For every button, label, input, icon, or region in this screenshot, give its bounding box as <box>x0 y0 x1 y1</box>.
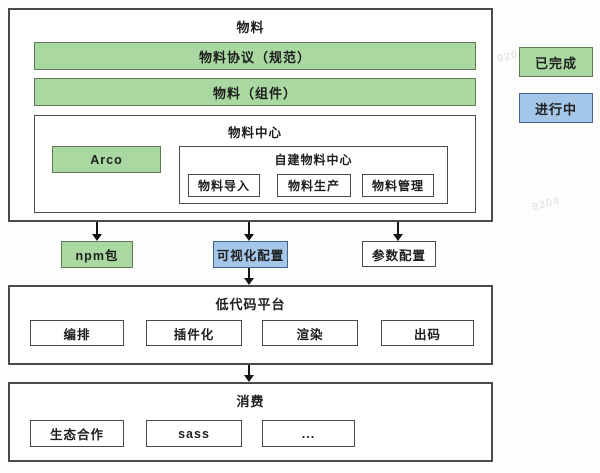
param-config-node: 参数配置 <box>362 241 436 267</box>
watermark-text: 9204 <box>530 194 562 214</box>
self-built-center-title: 自建物料中心 <box>274 153 353 167</box>
legend-in-progress: 进行中 <box>519 93 593 123</box>
npm-package-node: npm包 <box>61 241 133 268</box>
arrow-to-param-config <box>392 222 404 241</box>
arrow-to-consume <box>243 365 255 382</box>
material-protocol-bar: 物料协议（规范） <box>34 42 476 70</box>
lowcode-title: 低代码平台 <box>215 297 286 312</box>
material-manage-node: 物料管理 <box>362 174 434 197</box>
material-title: 物料 <box>236 20 265 35</box>
arrow-to-lowcode <box>243 268 255 285</box>
sass-node: sass <box>146 420 242 447</box>
ecosystem-node: 生态合作 <box>30 420 124 447</box>
more-node: ... <box>262 420 355 447</box>
material-component-bar: 物料（组件） <box>34 78 476 106</box>
consume-title: 消费 <box>236 394 265 409</box>
render-node: 渲染 <box>262 320 358 346</box>
material-import-node: 物料导入 <box>188 174 260 197</box>
legend-done: 已完成 <box>519 47 593 77</box>
arrow-to-visual-config <box>243 222 255 241</box>
codegen-node: 出码 <box>381 320 474 346</box>
material-center-title: 物料中心 <box>227 126 282 140</box>
visual-config-node: 可视化配置 <box>213 241 288 268</box>
pluginize-node: 插件化 <box>146 320 242 346</box>
arco-node: Arco <box>52 146 161 173</box>
material-produce-node: 物料生产 <box>277 174 351 197</box>
orchestrate-node: 编排 <box>30 320 124 346</box>
arrow-to-npm <box>91 222 103 241</box>
